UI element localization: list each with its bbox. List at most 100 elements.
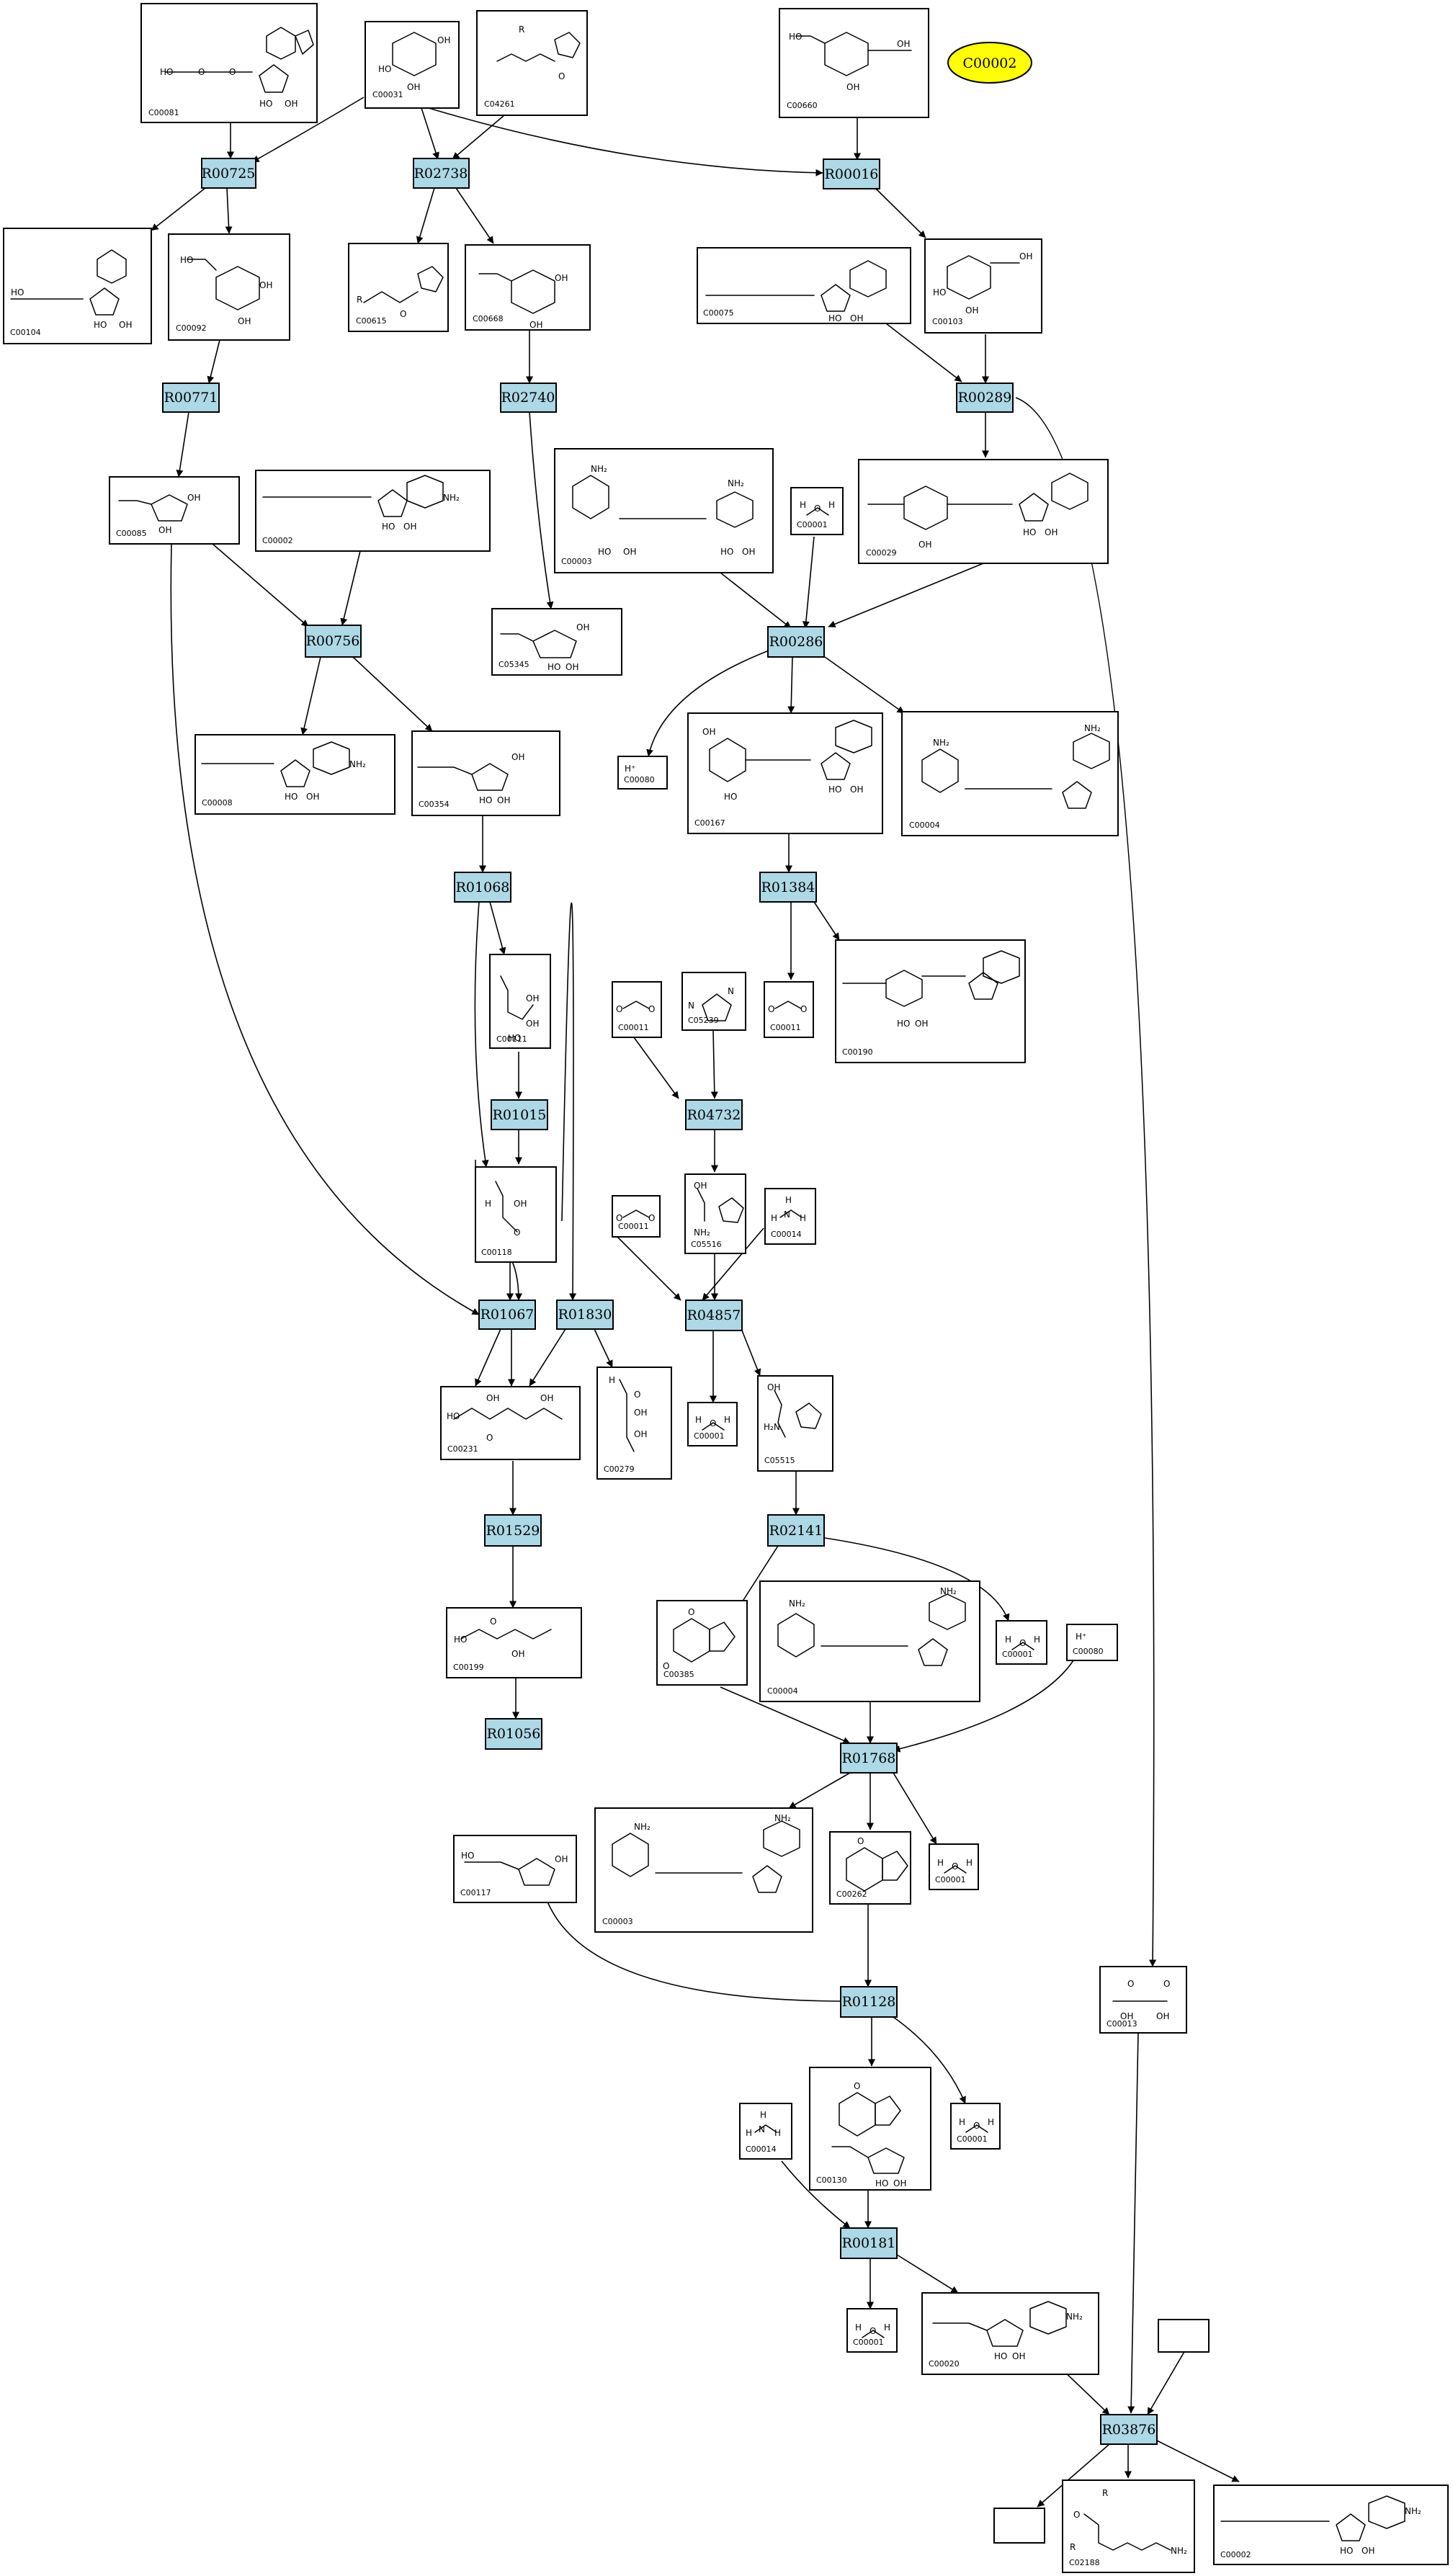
reaction-node[interactable]: R03876 — [1100, 2414, 1158, 2445]
reaction-node[interactable]: R01056 — [485, 1718, 542, 1750]
compound-node[interactable]: C00279 — [596, 1367, 672, 1480]
compound-label: C00011 — [770, 1023, 801, 1032]
compound-node[interactable]: C00020 — [921, 2292, 1099, 2375]
compound-node[interactable]: C00199 — [446, 1607, 582, 1678]
compound-node[interactable]: C05515 — [757, 1375, 833, 1472]
compound-node[interactable]: C05516 — [684, 1173, 746, 1254]
reaction-node[interactable]: R02738 — [413, 158, 470, 189]
reaction-node[interactable]: R01768 — [840, 1743, 898, 1774]
edge — [421, 107, 439, 160]
compound-node[interactable]: C00615 — [348, 243, 449, 332]
compound-node[interactable]: C00167 — [687, 712, 883, 834]
compound-node[interactable]: C00262 — [829, 1831, 911, 1905]
reaction-node[interactable]: R02141 — [767, 1514, 825, 1547]
compound-node[interactable]: C00004 — [759, 1580, 980, 1702]
compound-node[interactable] — [993, 2508, 1045, 2544]
compound-node[interactable]: C00075 — [697, 247, 911, 324]
compound-node[interactable]: C00190 — [835, 939, 1026, 1063]
compound-node[interactable]: C00002 — [255, 470, 491, 552]
compound-node[interactable]: C00014 — [764, 1188, 816, 1245]
compound-node[interactable]: C00011 — [764, 981, 814, 1038]
reaction-node[interactable]: R01015 — [491, 1099, 548, 1130]
compound-node[interactable]: C05345 — [491, 608, 622, 676]
reaction-node[interactable]: R01830 — [556, 1300, 614, 1330]
svg-text:O: O — [634, 1390, 640, 1400]
compound-node[interactable]: C00117 — [453, 1835, 577, 1903]
compound-node[interactable]: C00011 — [612, 1195, 661, 1238]
reaction-node[interactable]: R00286 — [767, 626, 825, 658]
svg-text:O: O — [229, 67, 236, 77]
svg-text:O: O — [648, 1213, 655, 1223]
compound-node[interactable]: C00014 — [739, 2103, 792, 2160]
compound-node[interactable]: C00660 — [779, 8, 929, 118]
svg-text:OH: OH — [1019, 251, 1032, 261]
svg-text:OH: OH — [846, 82, 859, 92]
compound-node[interactable]: C00003 — [554, 448, 774, 573]
compound-node[interactable]: C00008 — [195, 734, 395, 815]
reaction-node[interactable]: R01128 — [840, 1986, 898, 2018]
compound-node[interactable]: C00081 — [140, 3, 318, 123]
compound-node[interactable] — [1158, 2319, 1210, 2353]
compound-node[interactable]: C00668 — [465, 244, 591, 331]
compound-label: C00615 — [356, 316, 387, 326]
compound-node[interactable]: C00354 — [411, 730, 560, 816]
compound-node[interactable]: C00103 — [924, 238, 1042, 334]
reaction-node[interactable]: R00289 — [956, 383, 1014, 413]
compound-node[interactable]: C00031 — [365, 21, 460, 109]
reaction-node[interactable]: R00016 — [823, 158, 880, 189]
compound-node[interactable]: C00385 — [656, 1600, 748, 1686]
svg-text:R: R — [1070, 2542, 1076, 2552]
molecule-sketch: O — [846, 1836, 908, 1892]
compound-node[interactable]: C04261 — [476, 10, 588, 116]
reaction-node[interactable]: R01067 — [478, 1300, 536, 1330]
reaction-node[interactable]: R00181 — [840, 2227, 898, 2259]
svg-text:H⁺: H⁺ — [1076, 1632, 1086, 1642]
compound-node[interactable]: C00092 — [168, 233, 290, 341]
svg-text:O: O — [616, 1004, 622, 1014]
reaction-node[interactable]: R01068 — [454, 872, 511, 903]
compound-node[interactable]: C02188 — [1062, 2479, 1195, 2573]
reaction-node[interactable]: R04732 — [685, 1099, 743, 1130]
compound-node[interactable]: C00111 — [489, 954, 551, 1049]
compound-node[interactable]: C00080 — [1066, 1624, 1118, 1661]
highlighted-compound[interactable]: C00002 — [947, 42, 1032, 84]
edge — [788, 1772, 851, 1809]
compound-label: C00080 — [624, 775, 655, 784]
compound-node[interactable]: C00085 — [109, 476, 240, 545]
compound-node[interactable]: C00231 — [440, 1386, 581, 1460]
edge — [646, 649, 772, 757]
compound-node[interactable]: C00001 — [687, 1402, 738, 1446]
reaction-node[interactable]: R02740 — [500, 383, 557, 413]
svg-text:OH: OH — [306, 792, 319, 802]
reaction-node[interactable]: R00756 — [305, 625, 362, 658]
compound-node[interactable]: C00001 — [790, 487, 844, 535]
reaction-node[interactable]: R01384 — [759, 872, 817, 903]
compound-node[interactable]: C00001 — [846, 2308, 898, 2353]
compound-node[interactable]: C00004 — [901, 711, 1119, 836]
reaction-node[interactable]: R01529 — [484, 1514, 542, 1547]
compound-node[interactable]: C00001 — [996, 1620, 1047, 1665]
compound-node[interactable]: C00002 — [1213, 2485, 1449, 2565]
compound-node[interactable]: C00104 — [3, 228, 152, 344]
compound-node[interactable]: C00029 — [858, 459, 1109, 564]
reaction-node[interactable]: R04857 — [685, 1300, 743, 1331]
reaction-label: R00756 — [306, 633, 360, 649]
reaction-label: R02141 — [769, 1523, 823, 1539]
compound-node[interactable]: C00003 — [594, 1807, 813, 1933]
compound-node[interactable]: C05239 — [681, 972, 746, 1031]
compound-node[interactable]: C00118 — [475, 1166, 557, 1263]
compound-node[interactable]: C00080 — [617, 756, 668, 790]
reaction-node[interactable]: R00771 — [162, 383, 220, 413]
svg-text:HO: HO — [994, 2351, 1007, 2361]
compound-node[interactable]: C00011 — [612, 981, 662, 1038]
svg-text:HO: HO — [1023, 527, 1036, 537]
reaction-node[interactable]: R00725 — [201, 158, 256, 189]
compound-node[interactable]: C00013 — [1099, 1966, 1187, 2034]
